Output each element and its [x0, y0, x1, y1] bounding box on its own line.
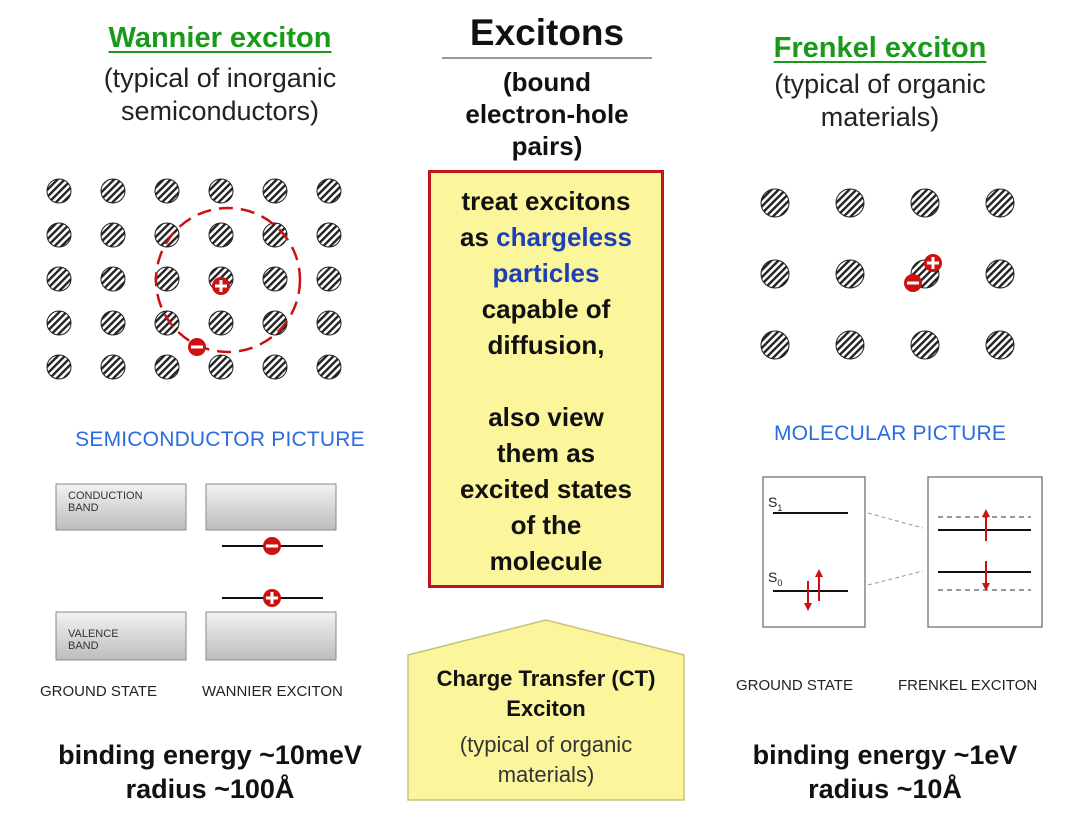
s0-label: S0 — [768, 569, 783, 588]
lattice-atom — [835, 259, 865, 289]
lattice-atom — [154, 178, 180, 204]
ct-exciton-subtitle: (typical of organic materials) — [459, 732, 633, 787]
ground-state-box — [762, 476, 866, 628]
semiconductor-picture-title: SEMICONDUCTOR PICTURE — [75, 428, 365, 451]
lattice-atom — [985, 330, 1015, 360]
lattice-atom — [100, 354, 126, 380]
frenkel-lattice — [760, 188, 1015, 360]
lattice-atom — [46, 178, 72, 204]
title-divider — [442, 57, 652, 59]
lattice-atom — [316, 310, 342, 336]
paired-spin-arrows — [804, 569, 823, 611]
lattice-atom — [208, 178, 234, 204]
excitons-subtitle: (bound electron-hole pairs) — [465, 67, 629, 161]
exciton-radius-circle — [154, 206, 302, 354]
lattice-atom — [46, 354, 72, 380]
hole-charge — [263, 589, 281, 607]
s1-connector — [867, 512, 924, 529]
ct-exciton-shape — [407, 619, 685, 801]
lattice-atom — [154, 222, 180, 248]
lattice-atom — [985, 259, 1015, 289]
lattice-atom — [262, 178, 288, 204]
lattice-atom — [100, 266, 126, 292]
wannier-title: Wannier exciton — [108, 22, 332, 54]
lattice-atom — [262, 310, 288, 336]
wannier-subtitle: (typical of inorganic semiconductors) — [103, 63, 337, 126]
frenkel-exciton-label: FRENKEL EXCITON — [898, 677, 1038, 694]
lattice-atom — [208, 222, 234, 248]
band-diagram — [55, 483, 337, 661]
lattice-atom — [154, 310, 180, 336]
lattice-atom — [835, 188, 865, 218]
lattice-atom — [985, 188, 1015, 218]
right-ground-state-label: GROUND STATE — [736, 677, 853, 694]
excited-state-box — [927, 476, 1043, 628]
lattice-atom — [208, 354, 234, 380]
lattice-atom — [910, 330, 940, 360]
wannier-lattice — [46, 178, 342, 380]
lattice-atom — [760, 259, 790, 289]
lattice-atom — [316, 178, 342, 204]
molecular-picture-title: MOLECULAR PICTURE — [773, 422, 1007, 445]
valence-band-ground — [55, 611, 187, 661]
lattice-atom — [316, 354, 342, 380]
valence-band-label: VALENCE BAND — [68, 628, 119, 652]
valence-band-excited — [205, 611, 337, 661]
lattice-atom — [760, 330, 790, 360]
conduction-band-label: CONDUCTION BAND — [68, 490, 143, 514]
left-ground-state-label: GROUND STATE — [40, 683, 157, 700]
frenkel-title: Frenkel exciton — [773, 32, 987, 64]
excited-spin-arrows — [982, 509, 990, 591]
exciton-description-box: treat excitons as chargeless particles c… — [428, 170, 664, 588]
hole-charge — [924, 254, 942, 272]
frenkel-binding-energy: binding energy ~1eV radius ~10Å — [752, 740, 1018, 804]
lattice-atom — [46, 222, 72, 248]
conduction-band-ground — [55, 483, 187, 531]
lattice-atom — [262, 266, 288, 292]
excitons-title: Excitons — [469, 12, 625, 53]
wannier-binding-energy: binding energy ~10meV radius ~100Å — [58, 740, 362, 804]
s0-connector — [867, 570, 924, 586]
hole-charge — [212, 277, 230, 295]
electron-charge — [904, 274, 922, 292]
lattice-atom — [154, 266, 180, 292]
frenkel-subtitle: (typical of organic materials) — [774, 69, 986, 132]
lattice-atom — [208, 310, 234, 336]
ct-exciton-title: Charge Transfer (CT) Exciton — [436, 666, 656, 721]
lattice-atom — [100, 222, 126, 248]
electron-charge — [263, 537, 281, 555]
wannier-exciton-label: WANNIER EXCITON — [202, 683, 343, 700]
lattice-atom — [262, 222, 288, 248]
conduction-band-excited — [205, 483, 337, 531]
lattice-atom — [835, 330, 865, 360]
s1-label: S1 — [768, 494, 783, 513]
molecular-diagram — [762, 476, 1043, 628]
lattice-atom — [316, 222, 342, 248]
lattice-atom — [46, 310, 72, 336]
lattice-atom — [316, 266, 342, 292]
lattice-atom — [760, 188, 790, 218]
lattice-atom — [100, 310, 126, 336]
lattice-atom — [262, 354, 288, 380]
lattice-atom — [100, 178, 126, 204]
electron-charge — [188, 338, 206, 356]
lattice-atom — [154, 354, 180, 380]
lattice-atom — [910, 188, 940, 218]
lattice-atom — [46, 266, 72, 292]
